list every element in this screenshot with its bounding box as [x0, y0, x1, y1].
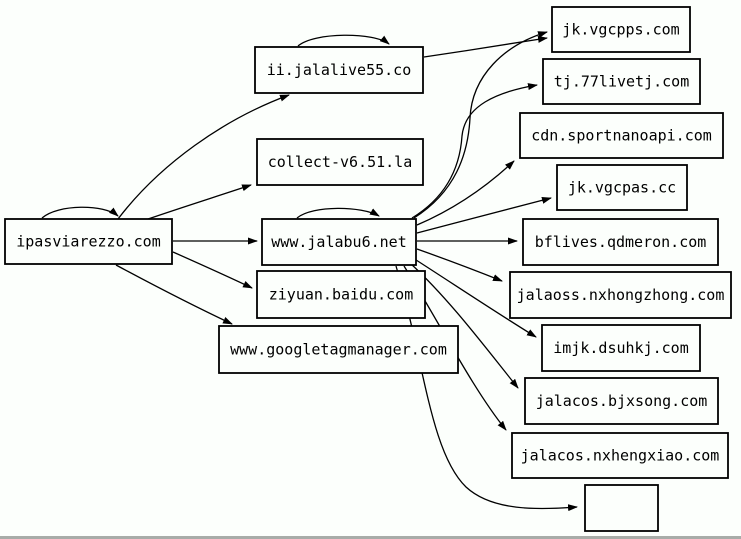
- node-box-jalacos-bjxsong: [524, 377, 719, 425]
- node-box-www-jalabu6: [261, 218, 417, 266]
- self-loop-edge-ipasviarezzo: [41, 206, 119, 219]
- node-label-jalacos-nxhengxiao: jalacos.nxhengxiao.com: [521, 447, 720, 465]
- self-loop-edge-ii-jalalive55: [297, 34, 390, 47]
- node-label-ipasviarezzo: ipasviarezzo.com: [16, 233, 161, 251]
- node-label-imjk-dsuhkj: imjk.dsuhkj.com: [553, 339, 688, 357]
- node-box-ipasviarezzo: [4, 218, 173, 265]
- node-www-jalabu6: www.jalabu6.net: [261, 218, 417, 266]
- edge-ipasviarezzo-to-ii-jalalive55: [117, 94, 290, 220]
- node-label-collect-v651: collect-v6.51.la: [268, 153, 413, 171]
- node-box-bflives-qdmeron: [522, 218, 719, 266]
- node-box-ii-jalalive55: [254, 46, 424, 94]
- node-label-ii-jalalive55: ii.jalalive55.co: [267, 61, 412, 79]
- node-box-jk-vgcpas: [556, 164, 688, 211]
- node-label-jk-vgcpps: jk.vgcpps.com: [562, 21, 679, 39]
- node-jalaoss-nxhongzhong: jalaoss.nxhongzhong.com: [509, 271, 732, 319]
- node-box-imjk-dsuhkj: [541, 324, 701, 372]
- node-jk-vgcpas: jk.vgcpas.cc: [556, 164, 688, 211]
- node-jalacos-nxhengxiao: jalacos.nxhengxiao.com: [511, 432, 729, 479]
- edge-ipasviarezzo-to-googletagmanager: [115, 264, 233, 325]
- edge-ipasviarezzo-to-collect-v651: [147, 184, 252, 220]
- node-cdn-sportnanoapi: cdn.sportnanoapi.com: [519, 112, 724, 159]
- node-box-empty-node: [584, 484, 659, 532]
- edge-ipasviarezzo-to-ziyuan-baidu: [172, 251, 253, 289]
- node-jalacos-bjxsong: jalacos.bjxsong.com: [524, 377, 719, 425]
- node-box-jalaoss-nxhongzhong: [509, 271, 732, 319]
- edge-ii-jalalive55-to-jk-vgcpps: [423, 35, 548, 58]
- edge-www-jalabu6-to-cdn-sportnanoapi: [416, 160, 515, 226]
- bottom-border-line: [0, 536, 741, 539]
- node-box-jalacos-nxhengxiao: [511, 432, 729, 479]
- node-label-jalaoss-nxhongzhong: jalaoss.nxhongzhong.com: [517, 286, 725, 304]
- node-ipasviarezzo: ipasviarezzo.com: [4, 218, 173, 265]
- node-jk-vgcpps: jk.vgcpps.com: [551, 6, 691, 53]
- node-label-jk-vgcpas: jk.vgcpas.cc: [568, 179, 676, 197]
- node-label-googletagmanager: www.googletagmanager.com: [230, 341, 447, 359]
- node-ii-jalalive55: ii.jalalive55.co: [254, 46, 424, 94]
- node-empty-node: [584, 484, 659, 532]
- node-label-tj-77livetj: tj.77livetj.com: [554, 73, 689, 91]
- node-bflives-qdmeron: bflives.qdmeron.com: [522, 218, 719, 266]
- node-imjk-dsuhkj: imjk.dsuhkj.com: [541, 324, 701, 372]
- node-label-bflives-qdmeron: bflives.qdmeron.com: [535, 233, 707, 251]
- node-tj-77livetj: tj.77livetj.com: [542, 58, 701, 105]
- nodes-layer: ipasviarezzo.com ii.jalalive55.co collect-…: [4, 6, 732, 532]
- node-label-cdn-sportnanoapi: cdn.sportnanoapi.com: [531, 127, 712, 145]
- edge-www-jalabu6-to-imjk-dsuhkj: [412, 257, 537, 338]
- edge-www-jalabu6-to-jk-vgcpas: [416, 196, 552, 234]
- node-ziyuan-baidu: ziyuan.baidu.com: [256, 270, 426, 319]
- self-loop-edge-www-jalabu6: [296, 207, 380, 219]
- node-label-ziyuan-baidu: ziyuan.baidu.com: [269, 286, 414, 304]
- node-box-tj-77livetj: [542, 58, 701, 105]
- node-collect-v651: collect-v6.51.la: [256, 138, 424, 186]
- node-googletagmanager: www.googletagmanager.com: [218, 325, 459, 374]
- node-box-googletagmanager: [218, 325, 459, 374]
- node-label-jalacos-bjxsong: jalacos.bjxsong.com: [536, 392, 708, 410]
- node-box-cdn-sportnanoapi: [519, 112, 724, 159]
- node-box-collect-v651: [256, 138, 424, 186]
- node-label-www-jalabu6: www.jalabu6.net: [271, 233, 406, 251]
- edge-www-jalabu6-to-tj-77livetj: [411, 83, 538, 219]
- node-box-jk-vgcpps: [551, 6, 691, 53]
- node-box-ziyuan-baidu: [256, 270, 426, 319]
- edge-www-jalabu6-to-jalaoss-nxhongzhong: [416, 248, 503, 282]
- edge-www-jalabu6-to-jk-vgcpps: [413, 31, 548, 219]
